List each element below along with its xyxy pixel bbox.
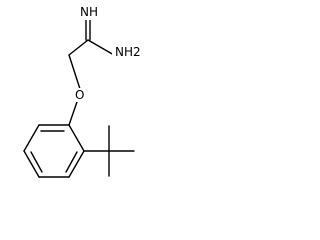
bond-c-ch2 bbox=[68, 39, 89, 56]
ring-bond-3 bbox=[23, 150, 40, 178]
ring-bond-2 bbox=[23, 124, 40, 152]
oxygen-label: O bbox=[75, 88, 84, 102]
bond-c-nh2 bbox=[87, 39, 115, 56]
bond-o-ring bbox=[68, 98, 79, 126]
molecule-structure: NH NH2 O bbox=[23, 5, 148, 178]
amine-label: NH2 bbox=[115, 45, 141, 59]
ring-inner-bond-2 bbox=[30, 151, 43, 173]
bond-ch2-o bbox=[68, 54, 81, 90]
ring-bond-5 bbox=[68, 150, 85, 178]
ring-bond-6 bbox=[68, 124, 85, 152]
imine-label: NH bbox=[80, 5, 98, 19]
ring-inner-bond-3 bbox=[65, 151, 78, 173]
